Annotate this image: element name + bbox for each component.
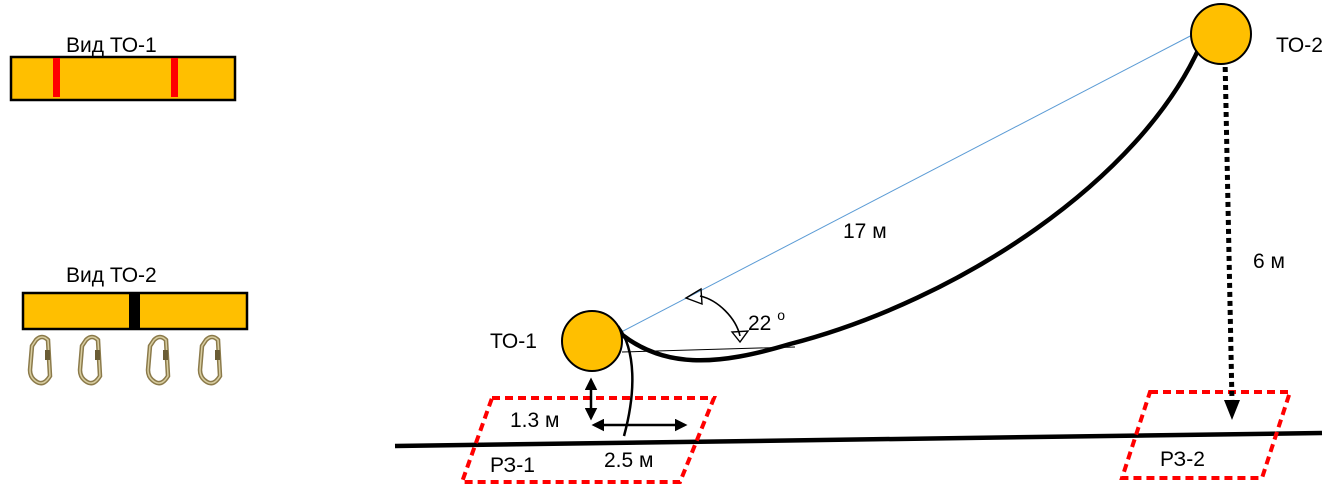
angle-unit: о [777,307,785,323]
strap-to1-marker-left [53,58,60,97]
rescue-zone-2-label: РЗ-2 [1160,448,1205,471]
clearance-label: 1.3 м [510,409,559,432]
angle-value: 22 [748,312,771,335]
curved-arrow-head-bottom [730,330,750,344]
strap-to1 [9,55,237,102]
carabiner-icon [30,337,50,383]
legend-view-to2-label: Вид ТО-2 [66,264,157,287]
angle-label: 22 о [748,307,785,335]
curved-arrow-icon [699,295,741,337]
drop-arrow-head [1224,400,1240,420]
drop-label: 6 м [1253,250,1285,273]
offset-label: 2.5 м [604,449,653,472]
anchor-to2 [1190,3,1252,65]
drop-line [1222,57,1235,403]
span-label: 17 м [843,220,887,243]
rescue-zone-1-label: РЗ-1 [490,454,535,477]
anchor-to1 [561,310,623,372]
legend-view-to2: Вид ТО-2 [21,264,249,383]
legend-view-to1-label: Вид ТО-1 [66,34,157,57]
sagging-rope [610,45,1203,363]
carabiner-icon [200,337,220,383]
curved-arrow-head-top [684,287,703,306]
anchor-to2-label: ТО-2 [1276,34,1323,57]
ground-line [394,430,1323,449]
anchor-to1-label: ТО-1 [490,330,537,353]
carabiner-icon [148,337,168,383]
rescue-zone-1 [459,396,717,484]
strap-to1-marker-right [171,58,178,97]
strap-to2-marker [129,293,140,329]
legend-view-to1: Вид ТО-1 [9,34,237,102]
carabiner-icon [80,337,100,383]
rescue-zone-2 [1119,390,1293,480]
